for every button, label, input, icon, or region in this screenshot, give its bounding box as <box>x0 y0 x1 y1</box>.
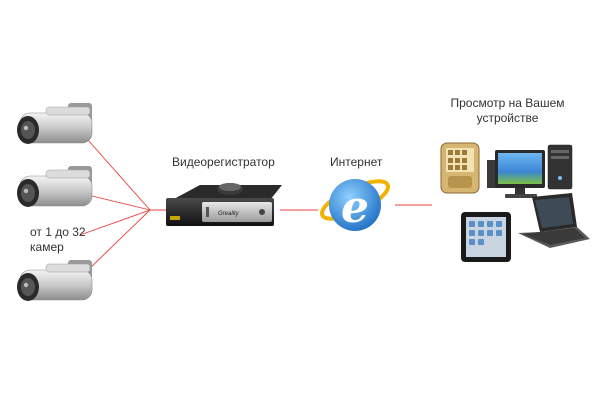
smartphone-icon <box>440 142 480 194</box>
view-label-line1: Просмотр на Вашем <box>450 96 565 110</box>
camera-link-2 <box>87 194 151 211</box>
cameras-label-line1: от 1 до 32 <box>30 225 86 239</box>
laptop-icon <box>518 193 590 248</box>
internet-label: Интернет <box>330 155 383 169</box>
dvr-label: Видеорегистратор <box>172 155 275 169</box>
connection-lines <box>79 139 432 271</box>
camera-link-1 <box>87 139 151 211</box>
camera-icon <box>17 166 93 207</box>
camera-icon <box>17 103 93 144</box>
dvr-brand-text: Greality <box>218 211 240 217</box>
internet-explorer-icon: e <box>319 179 391 233</box>
cameras-label-line2: камер <box>30 240 64 254</box>
svg-text:e: e <box>341 182 369 233</box>
cameras-label: от 1 до 32 камер <box>30 225 104 255</box>
camera-icon <box>17 260 93 301</box>
camera-link-4 <box>79 209 151 236</box>
view-label-line2: устройстве <box>476 111 539 125</box>
camera-link-3 <box>87 209 151 271</box>
desktop-computer-icon <box>487 144 573 198</box>
tablet-icon <box>461 212 511 262</box>
view-on-device-label: Просмотр на Вашем устройстве <box>450 96 565 126</box>
dvr-icon: Greality <box>166 183 282 226</box>
